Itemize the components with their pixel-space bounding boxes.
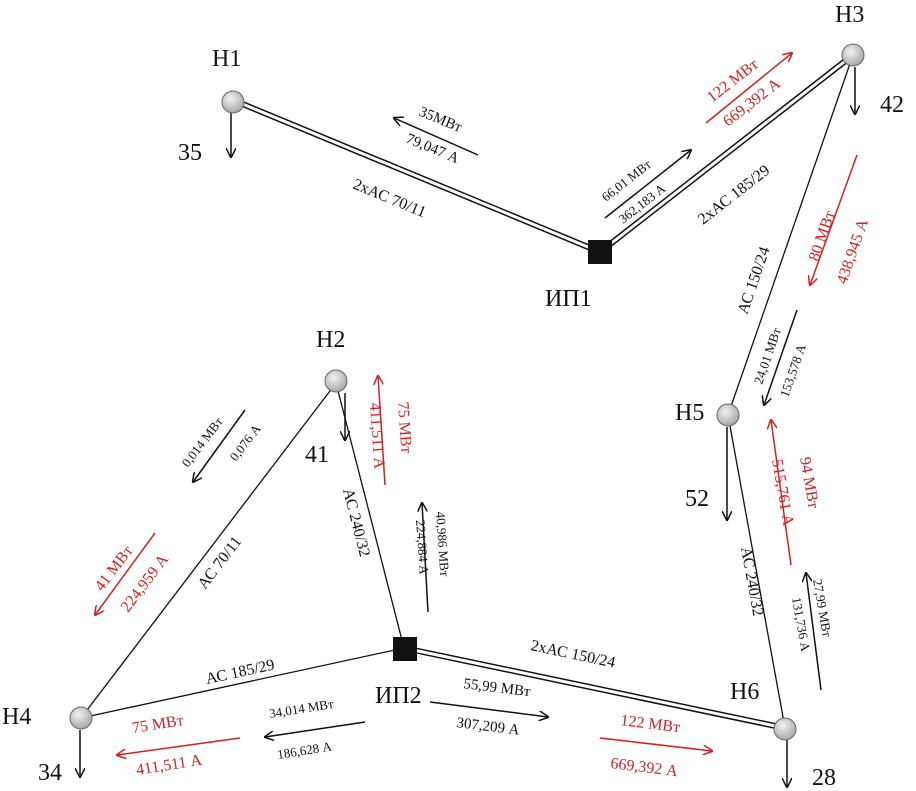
node-h5-name: Н5 (675, 400, 704, 426)
em-p-ip2-h6: 122 МВт (620, 712, 682, 736)
source-ip1-name: ИП1 (545, 286, 592, 312)
flow-i-ip2-h2: 224,884 А (413, 519, 432, 575)
flow-arrow-ip1-h3 (604, 150, 691, 219)
node-h2-name: Н2 (316, 327, 345, 353)
load-h5: 52 (685, 486, 709, 512)
flow-p-ip2-h2: 40,986 МВт (433, 511, 453, 577)
em-arrow-ip1-h3 (705, 53, 792, 124)
em-arrow-ip2-h6 (599, 737, 712, 751)
flow-p-ip2-h4: 34,014 МВт (268, 696, 335, 721)
em-i-h3-h5: 438,945 А (834, 216, 872, 286)
flow-i-ip1-h1: 79,047 А (403, 131, 461, 167)
flow-p-h2-h4: 0,014 МВт (178, 414, 226, 470)
line-h2-h4 (80, 382, 337, 719)
em-p-h5-h6: 94 МВт (796, 456, 822, 510)
flow-arrow-ip2-h2 (422, 503, 429, 613)
em-arrow-ip2-h4 (117, 737, 241, 755)
em-i-ip2-h2: 411,511 А (366, 402, 388, 470)
wire-h2-h4: АС 70/11 (195, 533, 246, 592)
wire-ip2-h2: АС 240/32 (339, 487, 373, 559)
em-i-ip2-h6: 669,392 А (610, 755, 680, 780)
node-h3-name: Н3 (835, 2, 864, 28)
line-h3-h5 (727, 54, 854, 416)
node-h6[interactable] (773, 717, 797, 741)
line-ip2-h6 (403, 645, 786, 731)
node-h5[interactable] (716, 403, 740, 427)
wire-ip1-h1: 2хАС 70/11 (350, 176, 428, 221)
node-h4[interactable] (69, 706, 93, 730)
line-ip2-h2 (335, 382, 405, 649)
flow-i-ip2-h4: 186,628 А (276, 738, 333, 761)
load-h4: 34 (38, 760, 62, 786)
em-i-ip2-h4: 411,511 А (135, 752, 204, 779)
load-h6: 28 (812, 765, 836, 791)
node-h1[interactable] (221, 90, 245, 114)
flow-i-h3-h5: 153,578 А (777, 342, 809, 399)
node-h2[interactable] (324, 369, 348, 393)
em-p-h3-h5: 80 МВт (806, 209, 839, 264)
line-ip1-h3 (598, 52, 855, 255)
flow-arrow-ip1-h1 (394, 118, 479, 156)
em-arrow-ip2-h2 (378, 376, 386, 486)
node-h1-name: Н1 (212, 46, 241, 72)
line-ip1-h1 (231, 97, 602, 255)
wire-h5-h6: АС 240/32 (737, 546, 766, 618)
source-ip2-name: ИП2 (375, 683, 422, 709)
flow-arrow-h2-h4 (193, 409, 246, 482)
flow-arrow-h3-h5 (764, 309, 798, 405)
em-arrow-h2-h4 (95, 532, 156, 615)
flow-p-ip2-h6: 55,99 МВт (463, 676, 532, 700)
load-h2: 41 (305, 442, 329, 468)
node-h4-name: Н4 (2, 704, 31, 730)
em-p-h2-h4: 41 МВт (92, 543, 137, 595)
wire-h3-h5: АС 150/24 (735, 245, 774, 317)
line-h5-h6 (727, 414, 786, 729)
em-i-h5-h6: 515,761 А (768, 458, 797, 528)
em-arrow-h5-h6 (771, 420, 792, 566)
source-ip2[interactable] (393, 637, 417, 661)
flow-arrow-ip2-h4 (265, 721, 366, 737)
flow-arrow-h5-h6 (806, 573, 822, 691)
source-ip1[interactable] (588, 240, 612, 264)
flow-i-ip2-h6: 307,209 А (456, 715, 521, 739)
em-arrow-h3-h5 (810, 154, 858, 285)
em-p-ip2-h4: 75 МВт (131, 712, 185, 737)
load-h3: 42 (880, 92, 904, 118)
load-h1: 35 (178, 140, 202, 166)
flow-arrow-ip2-h6 (429, 701, 548, 717)
line-ip2-h4 (80, 647, 405, 719)
em-p-ip2-h2: 75 МВт (394, 401, 415, 454)
node-h3[interactable] (841, 43, 865, 67)
node-h6-name: Н6 (730, 679, 759, 705)
wire-ip2-h6: 2хАС 150/24 (529, 637, 617, 671)
